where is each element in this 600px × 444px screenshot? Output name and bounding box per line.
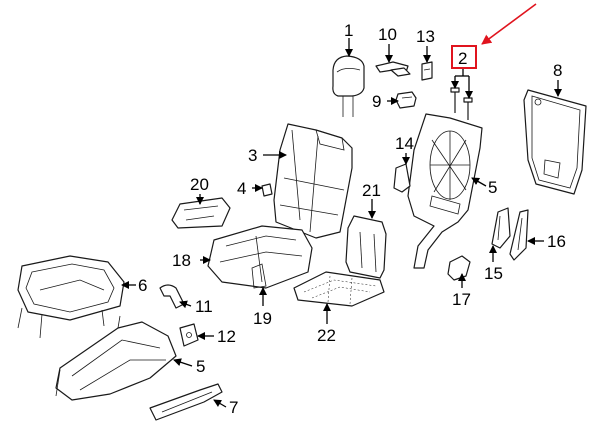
part-track-7 (149, 383, 223, 421)
callout-5-lower: 5 (196, 357, 205, 376)
part-guide-9 (395, 91, 417, 109)
leader-lines (121, 38, 562, 408)
part-17 (447, 255, 471, 281)
callout-labels: 1 10 13 2 8 9 14 3 5 4 20 21 16 18 15 6 … (138, 21, 566, 417)
callout-2: 2 (458, 49, 467, 68)
highlight-box (451, 45, 477, 69)
part-back-frame (407, 113, 483, 269)
part-hook-11 (159, 284, 185, 309)
callout-3: 3 (248, 146, 257, 165)
part-clip-13 (421, 61, 433, 81)
callout-8: 8 (553, 61, 562, 80)
highlight-annotation (451, 3, 537, 69)
callout-18: 18 (172, 251, 191, 270)
part-trim-20 (171, 197, 231, 229)
part-side-trim-15 (491, 207, 511, 249)
part-headrest (332, 55, 365, 117)
part-seat-back (273, 123, 353, 239)
callout-9: 9 (372, 92, 381, 111)
part-back-panel (523, 89, 587, 195)
part-bracket-10 (375, 61, 411, 77)
callout-15: 15 (484, 264, 503, 283)
part-side-trim-16 (509, 209, 529, 261)
part-14 (393, 163, 411, 193)
part-trim-panel-21 (345, 215, 387, 279)
part-cushion-frame (17, 255, 125, 339)
callout-22: 22 (317, 326, 336, 345)
part-latch-12 (179, 323, 199, 347)
callout-13: 13 (416, 27, 435, 46)
callout-16: 16 (547, 232, 566, 251)
callout-20: 20 (190, 175, 209, 194)
callout-4: 4 (237, 179, 246, 198)
callout-21: 21 (362, 181, 381, 200)
highlight-arrow (481, 3, 537, 45)
callout-19: 19 (253, 309, 272, 328)
callout-1: 1 (344, 21, 353, 40)
callout-5-upper: 5 (488, 178, 497, 197)
callout-7: 7 (229, 398, 238, 417)
part-seat-cushion (207, 225, 313, 289)
part-seat-frame (55, 315, 177, 401)
callout-14: 14 (395, 134, 414, 153)
callout-12: 12 (217, 327, 236, 346)
callout-6: 6 (138, 276, 147, 295)
part-cushion-pad-22 (293, 271, 385, 307)
callout-11: 11 (195, 297, 213, 316)
callout-10: 10 (378, 25, 397, 44)
callout-17: 17 (452, 290, 471, 309)
part-4 (261, 183, 273, 197)
